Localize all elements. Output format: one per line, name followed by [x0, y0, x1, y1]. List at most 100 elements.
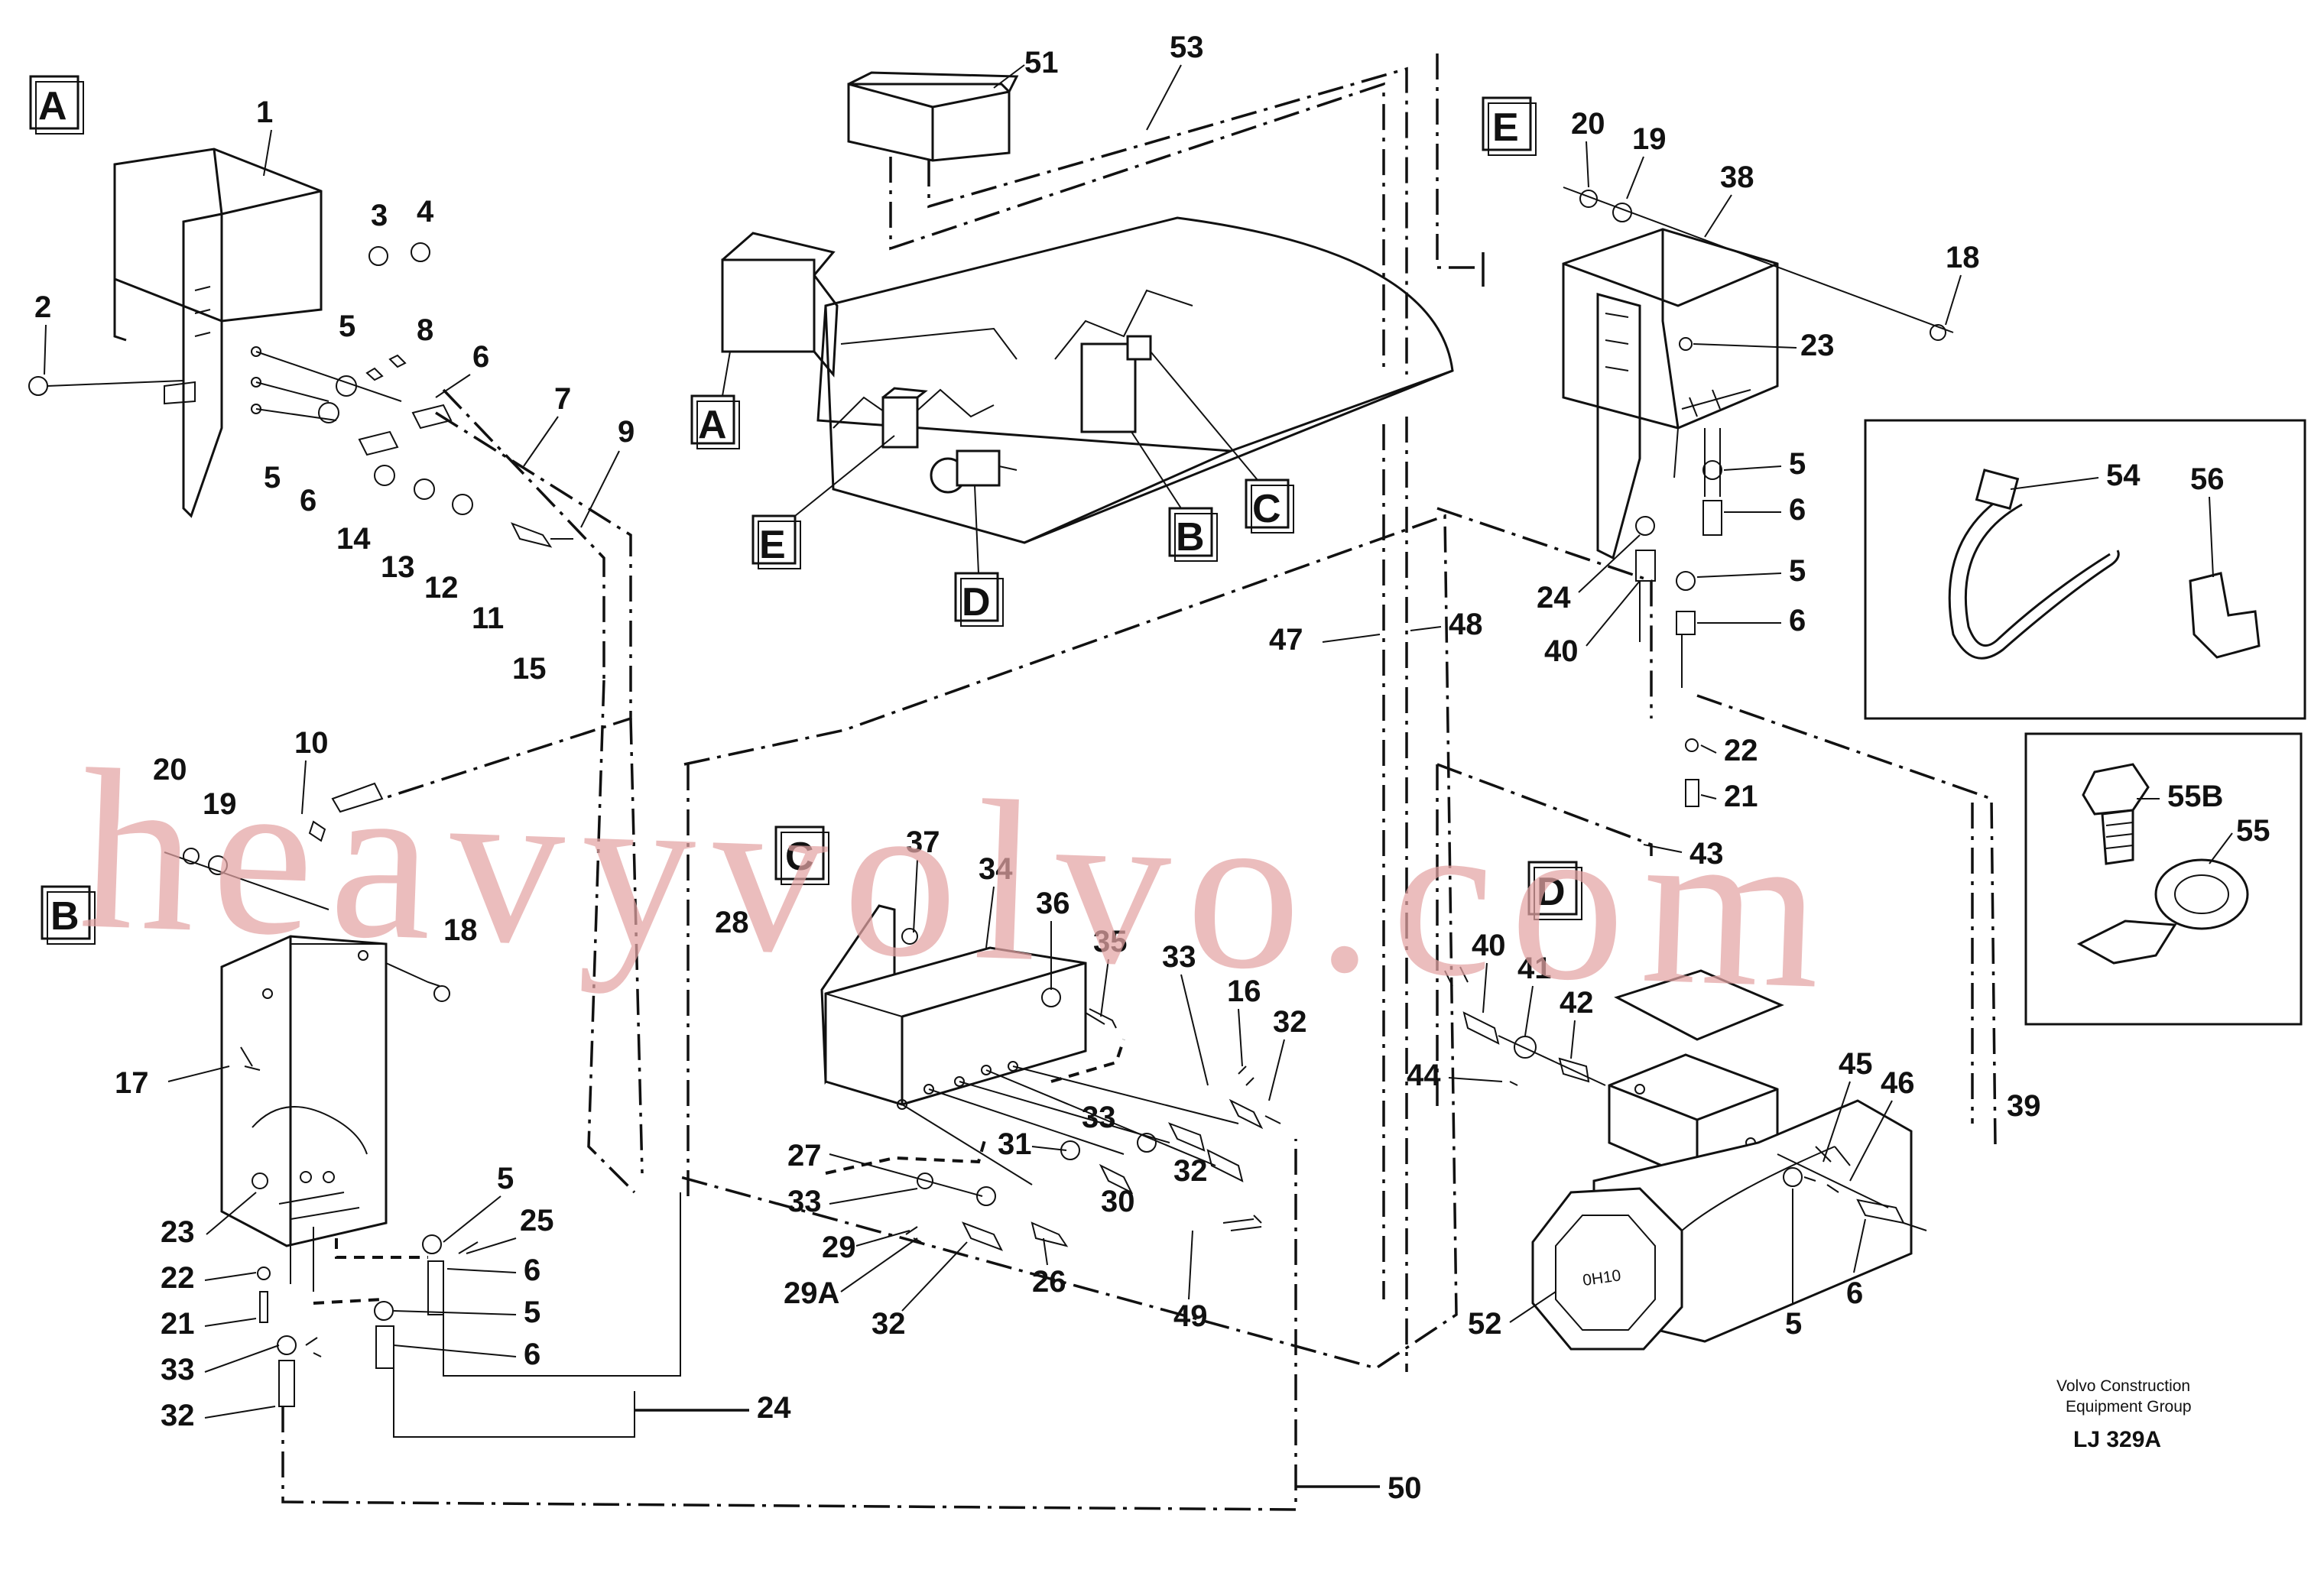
drawing-ref: LJ 329A — [2073, 1427, 2161, 1452]
svg-text:51: 51 — [1024, 46, 1059, 79]
svg-text:38: 38 — [1720, 161, 1754, 194]
svg-text:9: 9 — [618, 415, 635, 449]
svg-text:44: 44 — [1407, 1059, 1441, 1092]
detail-label-c: C — [1150, 351, 1294, 534]
svg-text:4: 4 — [417, 195, 434, 229]
svg-text:22: 22 — [161, 1261, 195, 1295]
section-label-e: E — [1492, 105, 1519, 150]
svg-text:32: 32 — [872, 1307, 906, 1341]
svg-text:50: 50 — [1388, 1471, 1422, 1505]
svg-text:32: 32 — [1273, 1005, 1307, 1039]
svg-text:11: 11 — [472, 602, 504, 635]
svg-text:31: 31 — [998, 1127, 1032, 1161]
section-label-c: C — [785, 835, 814, 879]
svg-text:39: 39 — [2007, 1089, 2041, 1123]
detail-label-a: A — [690, 351, 740, 449]
part-labels-section-c: 37 34 36 35 33 16 32 28 27 31 33 32 33 2… — [715, 825, 1307, 1341]
svg-text:3: 3 — [371, 199, 388, 232]
svg-text:6: 6 — [1789, 493, 1806, 527]
component-51-box — [847, 71, 1019, 162]
svg-text:8: 8 — [417, 313, 433, 347]
cab-assembly — [721, 216, 1454, 544]
svg-text:24: 24 — [1537, 581, 1571, 615]
svg-text:21: 21 — [161, 1307, 195, 1341]
svg-text:40: 40 — [1544, 634, 1579, 668]
part-labels-section-a: 1 2 3 4 5 8 6 7 9 5 6 14 13 12 11 15 — [34, 96, 635, 686]
footer: Volvo Construction Equipment Group LJ 32… — [2056, 1377, 2192, 1452]
svg-text:56: 56 — [2190, 462, 2225, 496]
svg-text:37: 37 — [906, 825, 940, 859]
svg-text:1: 1 — [256, 96, 273, 129]
svg-text:D: D — [962, 580, 991, 624]
svg-text:C: C — [1252, 487, 1281, 531]
svg-text:46: 46 — [1881, 1066, 1915, 1100]
svg-text:2: 2 — [34, 290, 51, 324]
svg-text:41: 41 — [1517, 952, 1552, 985]
svg-text:40: 40 — [1472, 929, 1506, 962]
svg-text:5: 5 — [1785, 1307, 1802, 1341]
svg-text:24: 24 — [757, 1391, 791, 1425]
detail-labels: A E D B C — [690, 351, 1294, 627]
section-label-b: B — [50, 894, 80, 939]
svg-text:48: 48 — [1449, 608, 1483, 641]
svg-text:7: 7 — [554, 382, 571, 416]
svg-text:10: 10 — [294, 726, 329, 760]
section-b: B — [41, 782, 1297, 1511]
svg-text:5: 5 — [497, 1162, 514, 1195]
svg-text:5: 5 — [1789, 554, 1806, 588]
svg-text:16: 16 — [1227, 975, 1261, 1008]
svg-text:18: 18 — [1946, 241, 1980, 274]
svg-text:6: 6 — [300, 484, 316, 517]
section-label-d: D — [1537, 870, 1566, 914]
svg-text:53: 53 — [1170, 31, 1204, 64]
svg-text:34: 34 — [979, 852, 1013, 886]
company-line-1: Volvo Construction — [2056, 1377, 2190, 1395]
svg-text:52: 52 — [1468, 1307, 1502, 1341]
svg-text:20: 20 — [153, 753, 187, 787]
svg-text:35: 35 — [1093, 925, 1128, 958]
part-labels-inset: 54 56 55B 55 — [2010, 459, 2270, 864]
svg-text:E: E — [759, 523, 786, 567]
svg-text:47: 47 — [1269, 623, 1303, 657]
watermark-text: heavyvolvo.com — [76, 722, 1842, 1037]
svg-text:15: 15 — [512, 652, 547, 686]
section-a: A — [28, 75, 644, 1194]
svg-text:B: B — [1176, 515, 1205, 559]
svg-text:21: 21 — [1724, 780, 1758, 813]
svg-text:23: 23 — [1800, 329, 1835, 362]
svg-text:30: 30 — [1101, 1185, 1135, 1218]
svg-text:6: 6 — [524, 1338, 540, 1371]
svg-text:5: 5 — [524, 1296, 540, 1329]
detail-label-d: D — [954, 485, 1004, 627]
company-line-2: Equipment Group — [2066, 1398, 2192, 1416]
svg-text:19: 19 — [203, 787, 237, 821]
section-e: E — [889, 54, 1997, 1372]
svg-text:42: 42 — [1560, 986, 1594, 1020]
svg-text:29: 29 — [822, 1231, 856, 1264]
inset-cable-tie — [1864, 419, 2306, 720]
svg-text:5: 5 — [1789, 447, 1806, 481]
svg-text:5: 5 — [264, 461, 281, 495]
svg-text:32: 32 — [161, 1399, 195, 1432]
detail-label-b: B — [1131, 431, 1218, 562]
svg-text:55: 55 — [2236, 814, 2270, 848]
svg-text:13: 13 — [381, 550, 415, 584]
svg-text:33: 33 — [1082, 1101, 1116, 1134]
svg-text:6: 6 — [1789, 604, 1806, 637]
svg-text:17: 17 — [115, 1066, 149, 1100]
svg-text:33: 33 — [1162, 940, 1196, 974]
svg-text:25: 25 — [520, 1204, 554, 1237]
svg-text:19: 19 — [1632, 122, 1667, 156]
svg-text:18: 18 — [443, 913, 478, 947]
svg-text:6: 6 — [472, 340, 489, 374]
part-labels-section-e: 53 51 20 19 38 18 23 5 6 24 5 6 40 22 21… — [993, 31, 1980, 871]
svg-text:28: 28 — [715, 906, 749, 939]
section-label-a: A — [38, 84, 67, 128]
svg-text:54: 54 — [2106, 459, 2141, 492]
inset-clamp — [2024, 732, 2303, 1026]
svg-text:12: 12 — [424, 571, 459, 605]
part-labels-section-d: 40 41 42 44 45 46 39 52 5 6 — [1407, 929, 2041, 1341]
svg-text:6: 6 — [524, 1254, 540, 1287]
svg-text:43: 43 — [1689, 837, 1724, 871]
detail-label-e: E — [751, 435, 895, 569]
